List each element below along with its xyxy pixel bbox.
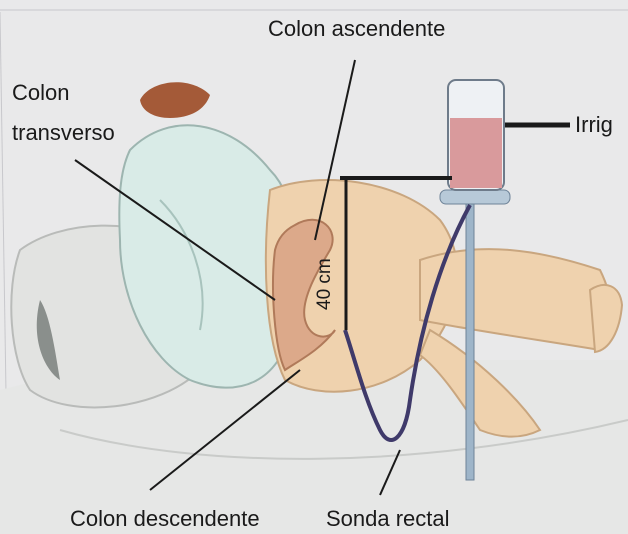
distance-label: 40 cm: [314, 258, 335, 310]
label-sonda-rectal: Sonda rectal: [326, 506, 450, 531]
label-colon-transverso-line2: transverso: [12, 120, 115, 145]
label-irrigador: Irrig: [575, 112, 613, 137]
label-colon-transverso-line1: Colon: [12, 80, 69, 105]
label-colon-descendente: Colon descendente: [70, 506, 260, 531]
irrigator-fluid: [450, 118, 502, 188]
irrigator-stand: [466, 200, 474, 480]
irrigator-holder: [440, 190, 510, 204]
label-colon-ascendente: Colon ascendente: [268, 16, 445, 41]
